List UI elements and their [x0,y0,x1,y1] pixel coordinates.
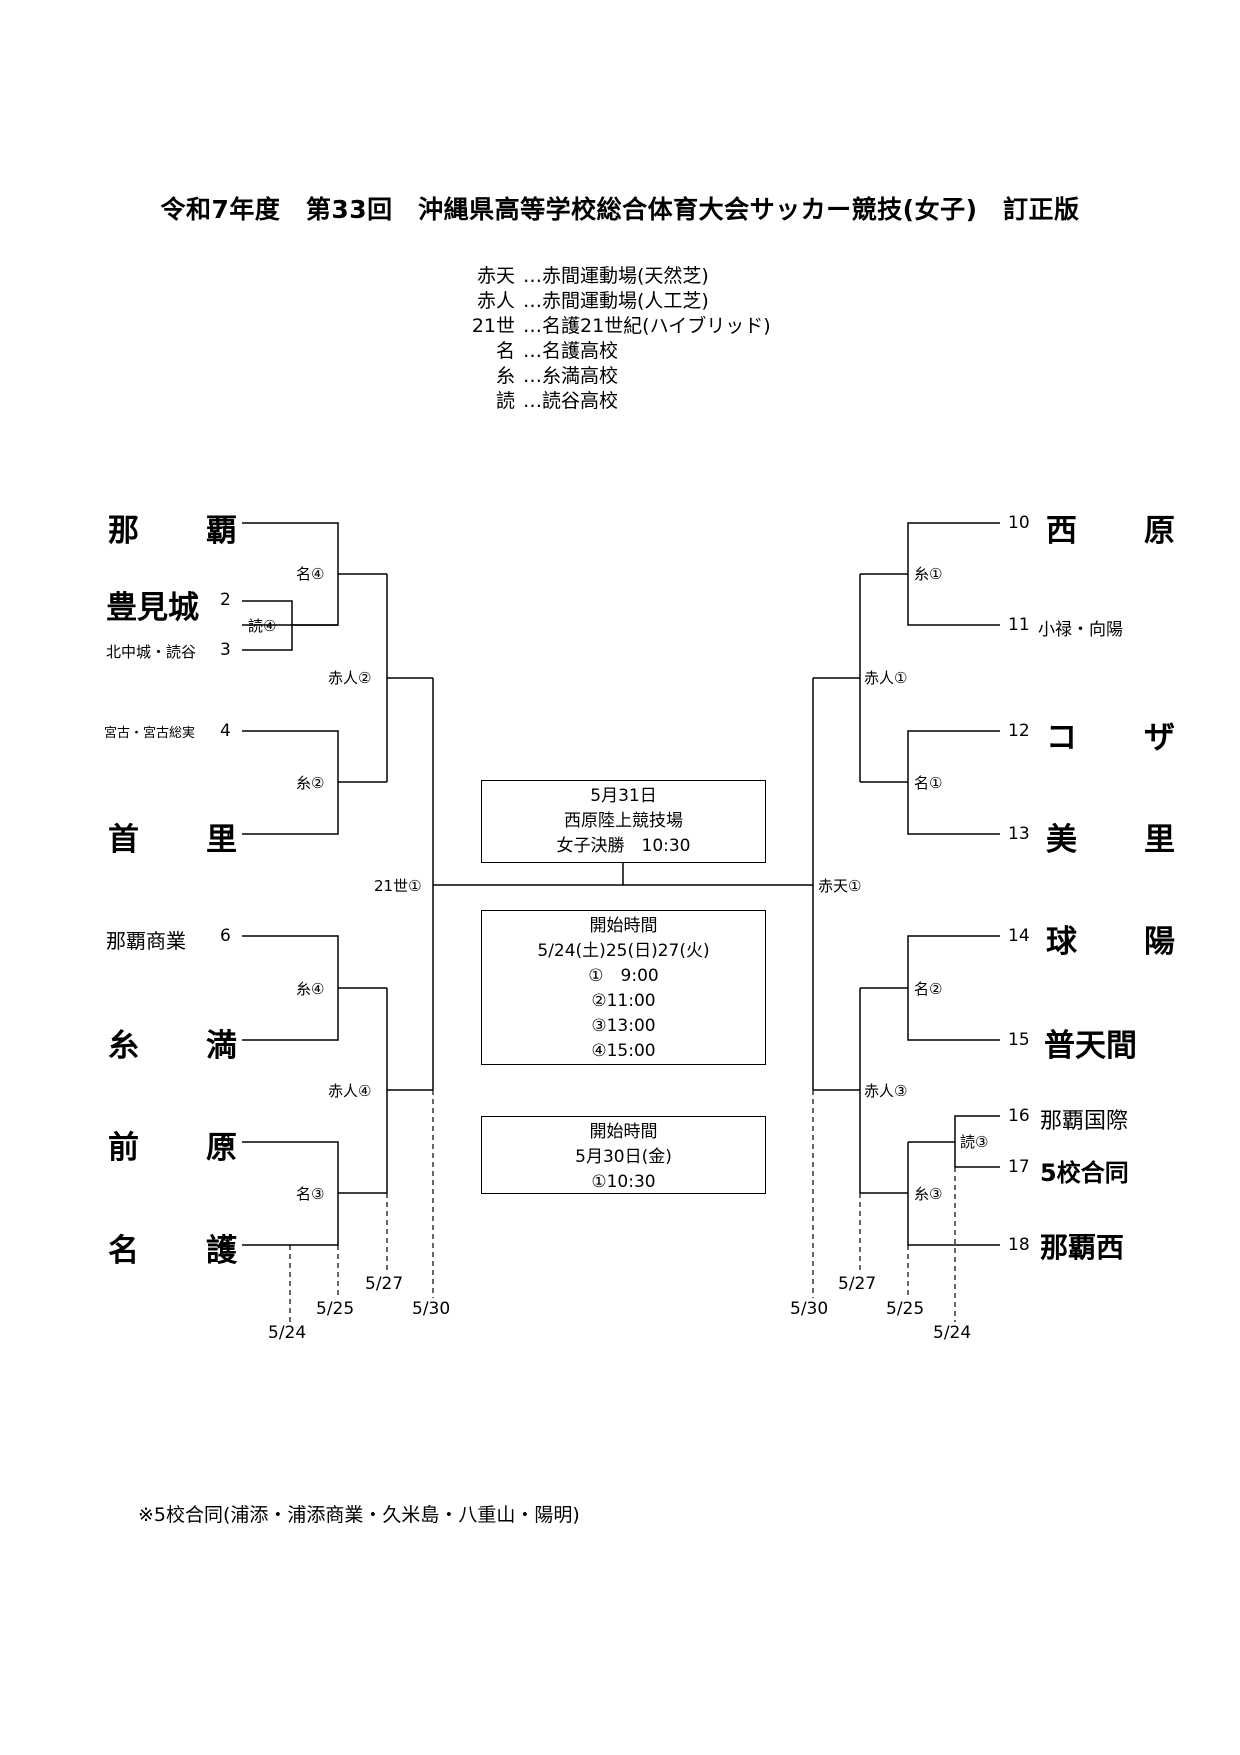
start-time-heading: 開始時間 [589,916,658,936]
legend-code: 赤人 [476,290,515,312]
team-name: コ ザ [1046,720,1193,756]
venue-label: 糸② [296,774,325,792]
legend-code: 読 [495,390,515,412]
team-number: 1 [220,513,231,533]
legend-desc: …糸満高校 [523,365,619,387]
venue-label: 赤人④ [328,1082,372,1100]
team-number: 9 [220,1235,231,1255]
date-label: 5/27 [838,1274,877,1294]
date-label: 5/24 [933,1323,972,1343]
final-date: 5月31日 [590,786,657,806]
venue-label: 読③ [960,1133,989,1151]
footnote: ※5校合同(浦添・浦添商業・久米島・八重山・陽明) [138,1504,580,1526]
legend-desc: …名護21世紀(ハイブリッド) [523,315,771,337]
venue-legend: 赤天 …赤間運動場(天然芝) 赤人 …赤間運動場(人工芝) 21世 …名護21世紀(ハ… [455,264,771,414]
team-number: 13 [1008,824,1030,844]
date-label: 5/24 [268,1323,307,1343]
team-number: 15 [1008,1030,1030,1050]
team-number: 4 [220,721,231,741]
team-name: 5校合同 [1040,1159,1129,1187]
team-name: 普天間 [1044,1028,1137,1064]
venue-label: 赤人① [864,669,908,687]
legend-desc: …赤間運動場(天然芝) [523,265,709,287]
start-time-slot: ④15:00 [591,1041,656,1061]
team-number: 12 [1008,721,1030,741]
legend-code: 糸 [495,365,515,387]
team-number: 8 [220,1132,231,1152]
page-title: 令和7年度 第33回 沖縄県高等学校総合体育大会サッカー競技(女子) 訂正版 [160,195,1080,224]
team-number: 18 [1008,1235,1030,1255]
venue-label: 赤人③ [864,1082,908,1100]
team-name: 小禄・向陽 [1038,620,1123,640]
start-time-dates: 5月30日(金) [575,1147,672,1167]
team-number: 7 [220,1030,231,1050]
final-venue: 西原陸上競技場 [564,811,683,831]
start-time-dates: 5/24(土)25(日)27(火) [537,941,710,961]
legend-code: 名 [495,340,515,362]
final-info-box: 5月31日 西原陸上競技場 女子決勝 10:30 [481,780,766,863]
legend-row: 21世 …名護21世紀(ハイブリッド) [455,314,771,339]
start-time-slot: ①10:30 [591,1172,656,1192]
team-name: 那覇商業 [106,929,186,953]
final-time: 女子決勝 10:30 [556,836,691,856]
legend-desc: …読谷高校 [523,390,619,412]
start-time-box: 開始時間 5/24(土)25(日)27(火) ① 9:00 ②11:00 ③13… [481,910,766,1065]
legend-row: 読 …読谷高校 [455,389,771,414]
team-name: 西 原 [1046,513,1193,549]
legend-desc: …赤間運動場(人工芝) [523,290,709,312]
legend-row: 赤人 …赤間運動場(人工芝) [455,289,771,314]
venue-label: 読④ [248,617,277,635]
venue-label: 名① [914,774,943,792]
team-name: 糸 満 [108,1028,255,1064]
venue-label: 赤天① [818,877,862,895]
team-name: 那 覇 [108,513,255,549]
legend-row: 名 …名護高校 [455,339,771,364]
venue-label: 糸④ [296,980,325,998]
team-number: 11 [1008,615,1030,635]
team-name: 首 里 [108,822,255,858]
team-name: 宮古・宮古総実 [104,726,196,741]
team-name: 球 陽 [1046,924,1193,960]
legend-code: 赤天 [476,265,515,287]
venue-label: 21世① [374,877,422,895]
start-time-slot: ③13:00 [591,1016,656,1036]
team-name: 那覇国際 [1040,1109,1129,1134]
team-name: 豊見城 [106,590,199,626]
legend-row: 糸 …糸満高校 [455,364,771,389]
team-number: 3 [220,640,231,660]
venue-label: 名④ [296,565,325,583]
team-number: 16 [1008,1106,1030,1126]
start-time-box-2: 開始時間 5月30日(金) ①10:30 [481,1116,766,1194]
team-number: 14 [1008,926,1030,946]
team-number: 2 [220,590,231,610]
start-time-slot: ②11:00 [591,991,656,1011]
legend-desc: …名護高校 [523,340,619,362]
team-name: 那覇西 [1040,1231,1125,1264]
team-number: 6 [220,926,231,946]
date-label: 5/27 [365,1274,404,1294]
team-number: 5 [220,824,231,844]
start-time-heading: 開始時間 [589,1122,658,1142]
venue-label: 名③ [296,1185,325,1203]
venue-label: 糸③ [914,1185,943,1203]
legend-code: 21世 [471,315,515,337]
team-name: 前 原 [108,1130,255,1166]
team-number: 17 [1008,1157,1030,1177]
legend-row: 赤天 …赤間運動場(天然芝) [455,264,771,289]
venue-label: 名② [914,980,943,998]
team-number: 10 [1008,513,1030,533]
venue-label: 赤人② [328,669,372,687]
date-label: 5/25 [316,1299,355,1319]
date-label: 5/30 [790,1299,829,1319]
team-name: 名 護 [108,1233,255,1269]
date-label: 5/30 [412,1299,451,1319]
venue-label: 糸① [914,565,943,583]
date-label: 5/25 [886,1299,925,1319]
team-name: 美 里 [1046,822,1193,858]
team-name: 北中城・読谷 [106,643,197,661]
start-time-slot: ① 9:00 [588,966,659,986]
